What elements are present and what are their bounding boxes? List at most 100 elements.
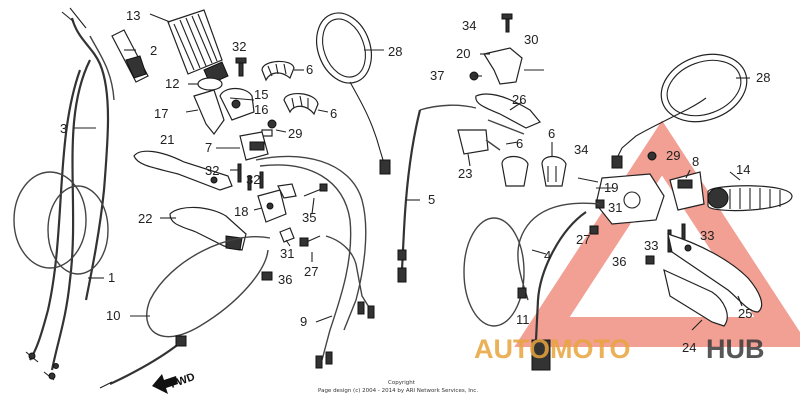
part-36-clip-b [645,255,655,265]
callout-28: 28 [756,70,770,85]
cable-1 [13,59,109,381]
part-34-screw-b [577,177,599,183]
callout-6: 6 [306,62,313,77]
callout-37: 37 [430,68,444,83]
callout-27: 27 [576,232,590,247]
part-35-bolt [303,183,328,197]
callout-6: 6 [516,136,523,151]
callout-5: 5 [428,192,435,207]
part-18-switch [257,183,297,223]
part-8-switch [669,171,705,211]
part-6-housing-d [541,155,567,187]
harness-9 [255,155,375,369]
callout-14: 14 [736,162,750,177]
callout-36: 36 [278,272,292,287]
part-22-lever [169,206,247,251]
part-27-bolt-b [589,225,599,235]
callout-32: 32 [232,39,246,54]
callout-9: 9 [300,314,307,329]
callout-35: 35 [302,210,316,225]
callout-3: 3 [60,121,67,136]
callout-25: 25 [738,306,752,321]
part-21-clutch-lever [133,150,233,191]
brand-automoto: AUTOMOTO [474,334,631,364]
part-11-clip [517,287,527,299]
callout-7: 7 [205,140,212,155]
part-13-throttle-grip [167,9,229,85]
callout-32: 32 [205,163,219,178]
part-28-mirror-left [316,12,391,175]
brand-hub: HUB [706,334,765,364]
callout-8: 8 [692,154,699,169]
part-27-bolt-a [299,235,321,247]
callout-34: 34 [574,142,588,157]
callout-12: 12 [165,76,179,91]
part-32-screws-b [237,163,264,191]
callout-6: 6 [548,126,555,141]
watermark-brand: AUTOMOTO HUB [474,334,765,364]
callout-20: 20 [456,46,470,61]
callout-6: 6 [330,106,337,121]
callout-31: 31 [280,246,294,261]
callout-34: 34 [462,18,476,33]
part-28-mirror-right [611,53,748,169]
part-24-lever [663,268,728,327]
cable-3 [61,7,115,301]
part-6-housing-c [501,155,529,187]
callout-15: 15 [254,87,268,102]
copyright-text: Page design (c) 2004 - 2014 by ARI Netwo… [318,388,478,394]
copyright-title: Copyright [388,380,416,386]
callout-22: 22 [138,211,152,226]
part-6-clamp-a [261,60,295,82]
callout-23: 23 [458,166,472,181]
part-12-collar [197,77,223,91]
callout-13: 13 [126,8,140,23]
fwd-arrow [152,374,178,394]
fwd-label: FWD [169,371,197,391]
callout-31: 31 [608,200,622,215]
part-34-screw-a [501,13,513,33]
watermark-triangle [514,120,800,347]
callout-2: 2 [150,43,157,58]
part-20-bracket [483,47,523,85]
part-23-switch [457,129,501,155]
part-29-screw-b [647,151,657,161]
callout-36: 36 [612,254,626,269]
callout-19: 19 [604,180,618,195]
callout-10: 10 [106,308,120,323]
callout-29: 29 [288,126,302,141]
part-29-screw-a [261,119,277,137]
part-25-lever [667,233,763,313]
callout-33: 33 [700,228,714,243]
part-15-switch-housing [219,87,255,121]
part-6-clamp-b [283,93,319,116]
leader-lines [74,13,750,331]
part-31-nut-a [279,227,295,243]
callout-30: 30 [524,32,538,47]
callout-32: 32 [246,172,260,187]
part-14-grip [707,185,793,212]
callout-28: 28 [388,44,402,59]
callout-18: 18 [234,204,248,219]
callout-labels: 13 2 32 6 12 15 16 17 6 3 29 21 7 32 32 … [60,8,770,355]
cable-10 [99,236,271,389]
callout-16: 16 [254,102,268,117]
callout-27: 27 [304,264,318,279]
part-36-clip-a [261,271,273,281]
callout-29: 29 [666,148,680,163]
callout-24: 24 [682,340,696,355]
callout-17: 17 [154,106,168,121]
callout-11: 11 [516,312,530,327]
part-17-bracket [193,89,225,135]
callout-26: 26 [512,92,526,107]
part-32-screw [235,57,247,77]
callout-4: 4 [544,248,551,263]
part-7-lever-holder [239,131,269,161]
cable-5 [397,104,477,283]
callout-33: 33 [644,238,658,253]
cable-4 [463,202,601,371]
part-26-lever [475,93,541,135]
part-2-cover [111,29,149,83]
